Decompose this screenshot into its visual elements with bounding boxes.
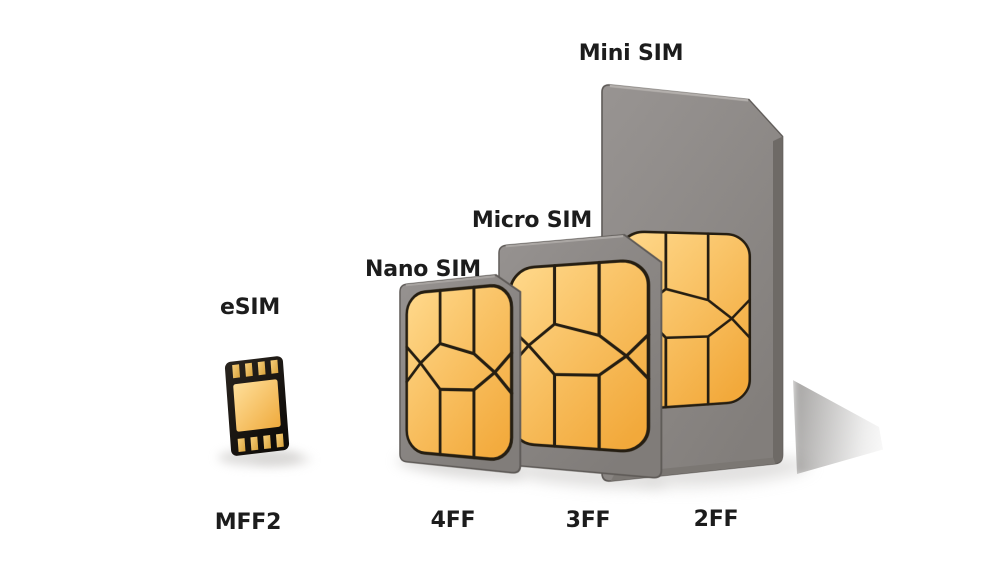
mini-sim-card-graphic: [601, 83, 783, 483]
nano-sim-form-factor-label: 4FF: [430, 508, 476, 533]
card-bottom-edge: [610, 457, 776, 481]
contact-pad: [510, 259, 648, 453]
esim-form-factor-label: MFF2: [214, 510, 282, 535]
card-right-edge: [772, 135, 783, 464]
esim-chip: [224, 355, 290, 457]
esim-label: eSIM: [219, 295, 281, 320]
nano-sim-card: [399, 271, 522, 475]
micro-sim-card-graphic: [498, 230, 663, 479]
esim-floor-shadow-2: [252, 453, 312, 466]
chip-center-pad: [233, 379, 281, 432]
micro-sim-form-factor-label: 3FF: [565, 508, 611, 533]
chip-pins-bottom: [237, 433, 284, 453]
esim-chip-graphic: [224, 356, 290, 456]
contact-pad: [407, 284, 512, 461]
nano-sim-card-graphic: [399, 271, 522, 475]
mini-sim-form-factor-label: 2FF: [693, 507, 739, 532]
nano-sim-label: Nano SIM: [364, 257, 482, 282]
chip-pins-top: [232, 359, 279, 379]
micro-sim-card: [498, 230, 663, 479]
mini-sim-card: [601, 83, 783, 483]
contact-pad: [619, 231, 750, 410]
mini-sim-label: Mini SIM: [578, 41, 684, 66]
mini-sim-cast-shadow: [793, 380, 883, 474]
micro-sim-label: Micro SIM: [471, 208, 593, 233]
